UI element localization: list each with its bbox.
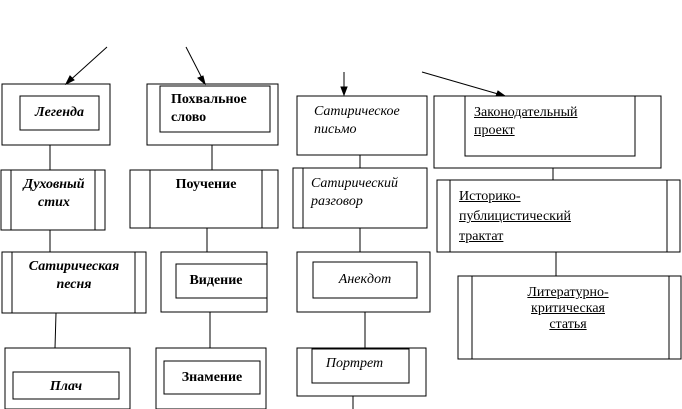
- box-spiritual-poem: [0, 169, 106, 231]
- box-praise-word: [146, 83, 279, 146]
- box-vision: [160, 251, 268, 313]
- label-critical-article: Литературно-критическая статья: [527, 285, 609, 332]
- box-historical-treatise: [436, 179, 681, 253]
- label-lament: Плач: [49, 379, 83, 394]
- label-teaching: Поучение: [175, 177, 237, 192]
- box-legislative-project: [433, 95, 662, 169]
- arrow-to-legislative-project: [421, 71, 507, 97]
- label-satirical-conversation: Сатирический разговор: [311, 176, 399, 209]
- label-satirical-letter: Сатирическое письмо: [314, 104, 400, 137]
- box-lament: [4, 347, 131, 409]
- box-portrait: [296, 347, 427, 397]
- label-historical-treatise: Историко-публицистический трактат: [459, 189, 571, 244]
- label-legislative-project: Законодательный проект: [474, 105, 578, 138]
- arrow-to-legend: [64, 46, 108, 86]
- label-portrait: Портрет: [325, 356, 384, 371]
- box-critical-article: [457, 275, 682, 360]
- label-satirical-song: Сатирическая песня: [28, 259, 120, 292]
- label-vision: Видение: [189, 273, 243, 288]
- box-teaching: [129, 169, 279, 229]
- label-anecdote: Анекдот: [338, 272, 392, 287]
- box-satirical-conversation: [292, 167, 428, 229]
- label-spiritual-poem: Духовный стих: [23, 177, 85, 210]
- arrow-to-praise-word: [185, 46, 206, 86]
- label-sign: Знамение: [181, 370, 243, 385]
- label-legend: Легенда: [35, 105, 84, 120]
- box-anecdote: [296, 251, 431, 313]
- label-praise-word: Похвальное слово: [171, 92, 247, 125]
- box-legend: [1, 83, 111, 146]
- box-sign: [155, 347, 267, 409]
- connector-satirical-lament: [54, 312, 57, 349]
- box-satirical-song: [1, 251, 147, 314]
- arrow-to-satirical-letter: [340, 72, 348, 97]
- box-satirical-letter: [296, 95, 428, 156]
